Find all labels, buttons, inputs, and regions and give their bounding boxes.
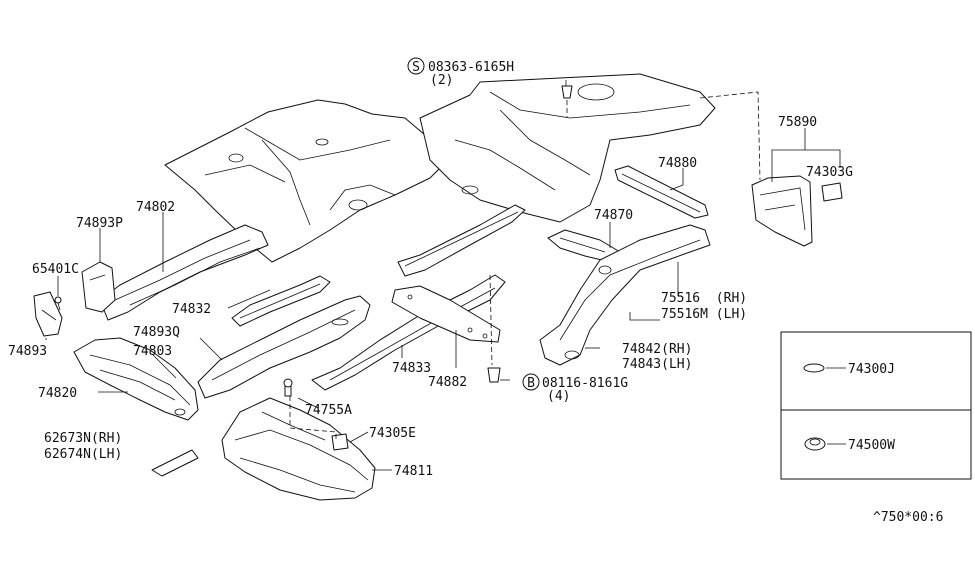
leader-74305e: [349, 431, 369, 443]
label-65401c: 65401C: [32, 262, 79, 277]
label-74893p: 74893P: [76, 216, 123, 231]
bolt-symbol: B: [527, 376, 535, 391]
label-08363-6165h: 08363-6165H: [428, 60, 514, 75]
part-75890-panel: [751, 175, 813, 247]
leader-74755a: [297, 397, 319, 409]
label-74842: 74842(RH): [622, 342, 692, 357]
inset-box: [780, 331, 972, 480]
label-08363-qty: (2): [430, 73, 453, 88]
part-74893-bracket: [33, 291, 63, 337]
label-08116-qty: (4): [547, 389, 570, 404]
bolt-symbol-circle: [522, 373, 540, 391]
label-74893q: 74893Q: [133, 325, 180, 340]
leader-74832: [227, 289, 271, 309]
label-74832: 74832: [172, 302, 211, 317]
leader-74803: [151, 353, 177, 379]
part-74802-side-member: [99, 224, 269, 321]
label-74870: 74870: [594, 208, 633, 223]
label-74300j: 74300J: [848, 362, 895, 377]
part-74811-undercover: [221, 397, 376, 501]
part-74300j-plug: [803, 363, 825, 373]
leader-74893q: [199, 337, 223, 361]
part-member-upper: [397, 204, 526, 277]
label-74802: 74802: [136, 200, 175, 215]
floor-panel-rear: [419, 73, 716, 223]
leader-75890: [771, 128, 841, 182]
label-62673n: 62673N(RH): [44, 431, 122, 446]
label-74882: 74882: [428, 375, 467, 390]
dash-line-74305e: [289, 396, 337, 440]
part-74893p-bracket: [81, 261, 116, 313]
label-62674n: 62674N(LH): [44, 447, 122, 462]
part-74832-rail: [231, 275, 331, 327]
label-75516m: 75516M (LH): [661, 307, 747, 322]
label-74820: 74820: [38, 386, 77, 401]
screw-symbol-circle: [407, 57, 425, 75]
label-75516: 75516 (RH): [661, 291, 747, 306]
label-08116-8161g: 08116-8161G: [542, 376, 628, 391]
dash-line-08116: [489, 274, 493, 366]
part-74305e-clip: [331, 433, 349, 451]
label-74893: 74893: [8, 344, 47, 359]
leader-74880: [669, 168, 684, 191]
label-74303g: 74303G: [806, 165, 853, 180]
part-74842-side-member: [539, 224, 711, 366]
leader-75516: [629, 262, 679, 321]
label-74880: 74880: [658, 156, 697, 171]
part-74755a-bolt: [283, 378, 293, 397]
screw-symbol: S: [412, 60, 420, 75]
diagram-reference-code: ^750*00:6: [873, 510, 943, 525]
bolt-08116: [487, 367, 501, 383]
part-74893q-sill: [197, 295, 371, 399]
label-74755a: 74755A: [305, 403, 352, 418]
dash-line-75890: [699, 91, 761, 181]
part-74820-panel: [73, 337, 199, 421]
part-74303g-pad: [821, 182, 843, 202]
label-74833: 74833: [392, 361, 431, 376]
floor-panel-front: [164, 99, 449, 263]
label-75890: 75890: [778, 115, 817, 130]
label-74305e: 74305E: [369, 426, 416, 441]
part-65401c-bolt: [54, 296, 62, 311]
label-74803: 74803: [133, 344, 172, 359]
label-74843: 74843(LH): [622, 357, 692, 372]
part-74880-member: [614, 165, 709, 219]
part-62673n-bracket: [151, 449, 199, 477]
part-74500w-plug: [804, 437, 826, 451]
screw-08363: [561, 85, 573, 99]
label-74811: 74811: [394, 464, 433, 479]
part-74882-plate: [391, 285, 501, 343]
label-74500w: 74500W: [848, 438, 895, 453]
